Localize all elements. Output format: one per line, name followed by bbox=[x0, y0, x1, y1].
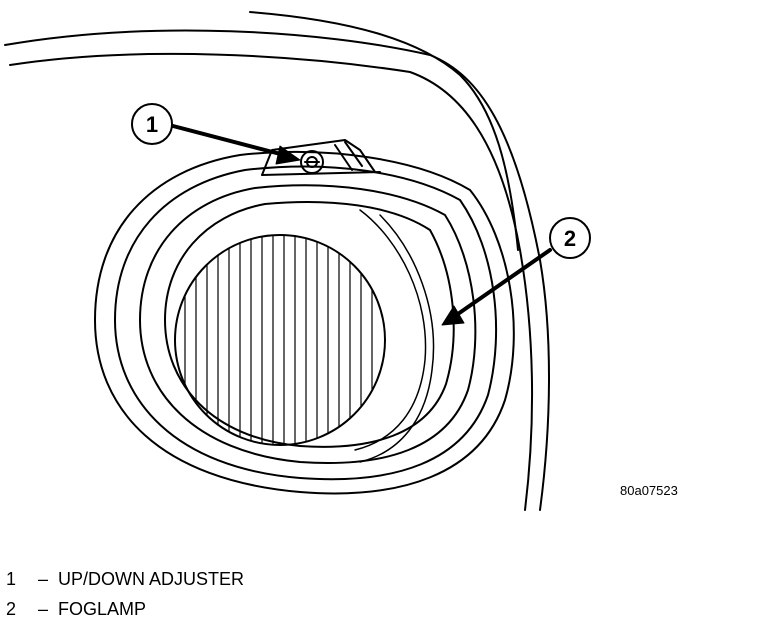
bumper-fascia bbox=[4, 11, 550, 511]
legend-item-2-dash: – bbox=[37, 599, 48, 619]
callout-2-number: 2 bbox=[564, 226, 576, 251]
legend-item-2: 2 – FOGLAMP bbox=[6, 594, 244, 624]
legend-item-1-dash: – bbox=[37, 569, 48, 589]
callout-1-number: 1 bbox=[146, 112, 158, 137]
callout-2: 2 bbox=[441, 217, 591, 326]
foglamp-diagram: 1 2 bbox=[4, 11, 591, 511]
reflector-edge bbox=[354, 209, 435, 463]
foglamp-bezel bbox=[94, 150, 515, 495]
lens-ribs bbox=[184, 235, 373, 445]
mounting-bracket bbox=[261, 139, 381, 176]
adjuster-screw bbox=[300, 150, 324, 174]
legend-item-1-label: UP/DOWN ADJUSTER bbox=[58, 569, 245, 589]
legend-item-1-number: 1 bbox=[6, 569, 17, 589]
figure-id: 80a07523 bbox=[620, 483, 678, 498]
foglamp-lens bbox=[174, 234, 386, 446]
legend-item-2-number: 2 bbox=[6, 599, 17, 619]
callout-1: 1 bbox=[131, 103, 301, 165]
legend-item-2-label: FOGLAMP bbox=[58, 599, 147, 619]
legend-item-1: 1 – UP/DOWN ADJUSTER bbox=[6, 564, 244, 594]
legend: 1 – UP/DOWN ADJUSTER 2 – FOGLAMP bbox=[6, 564, 244, 624]
